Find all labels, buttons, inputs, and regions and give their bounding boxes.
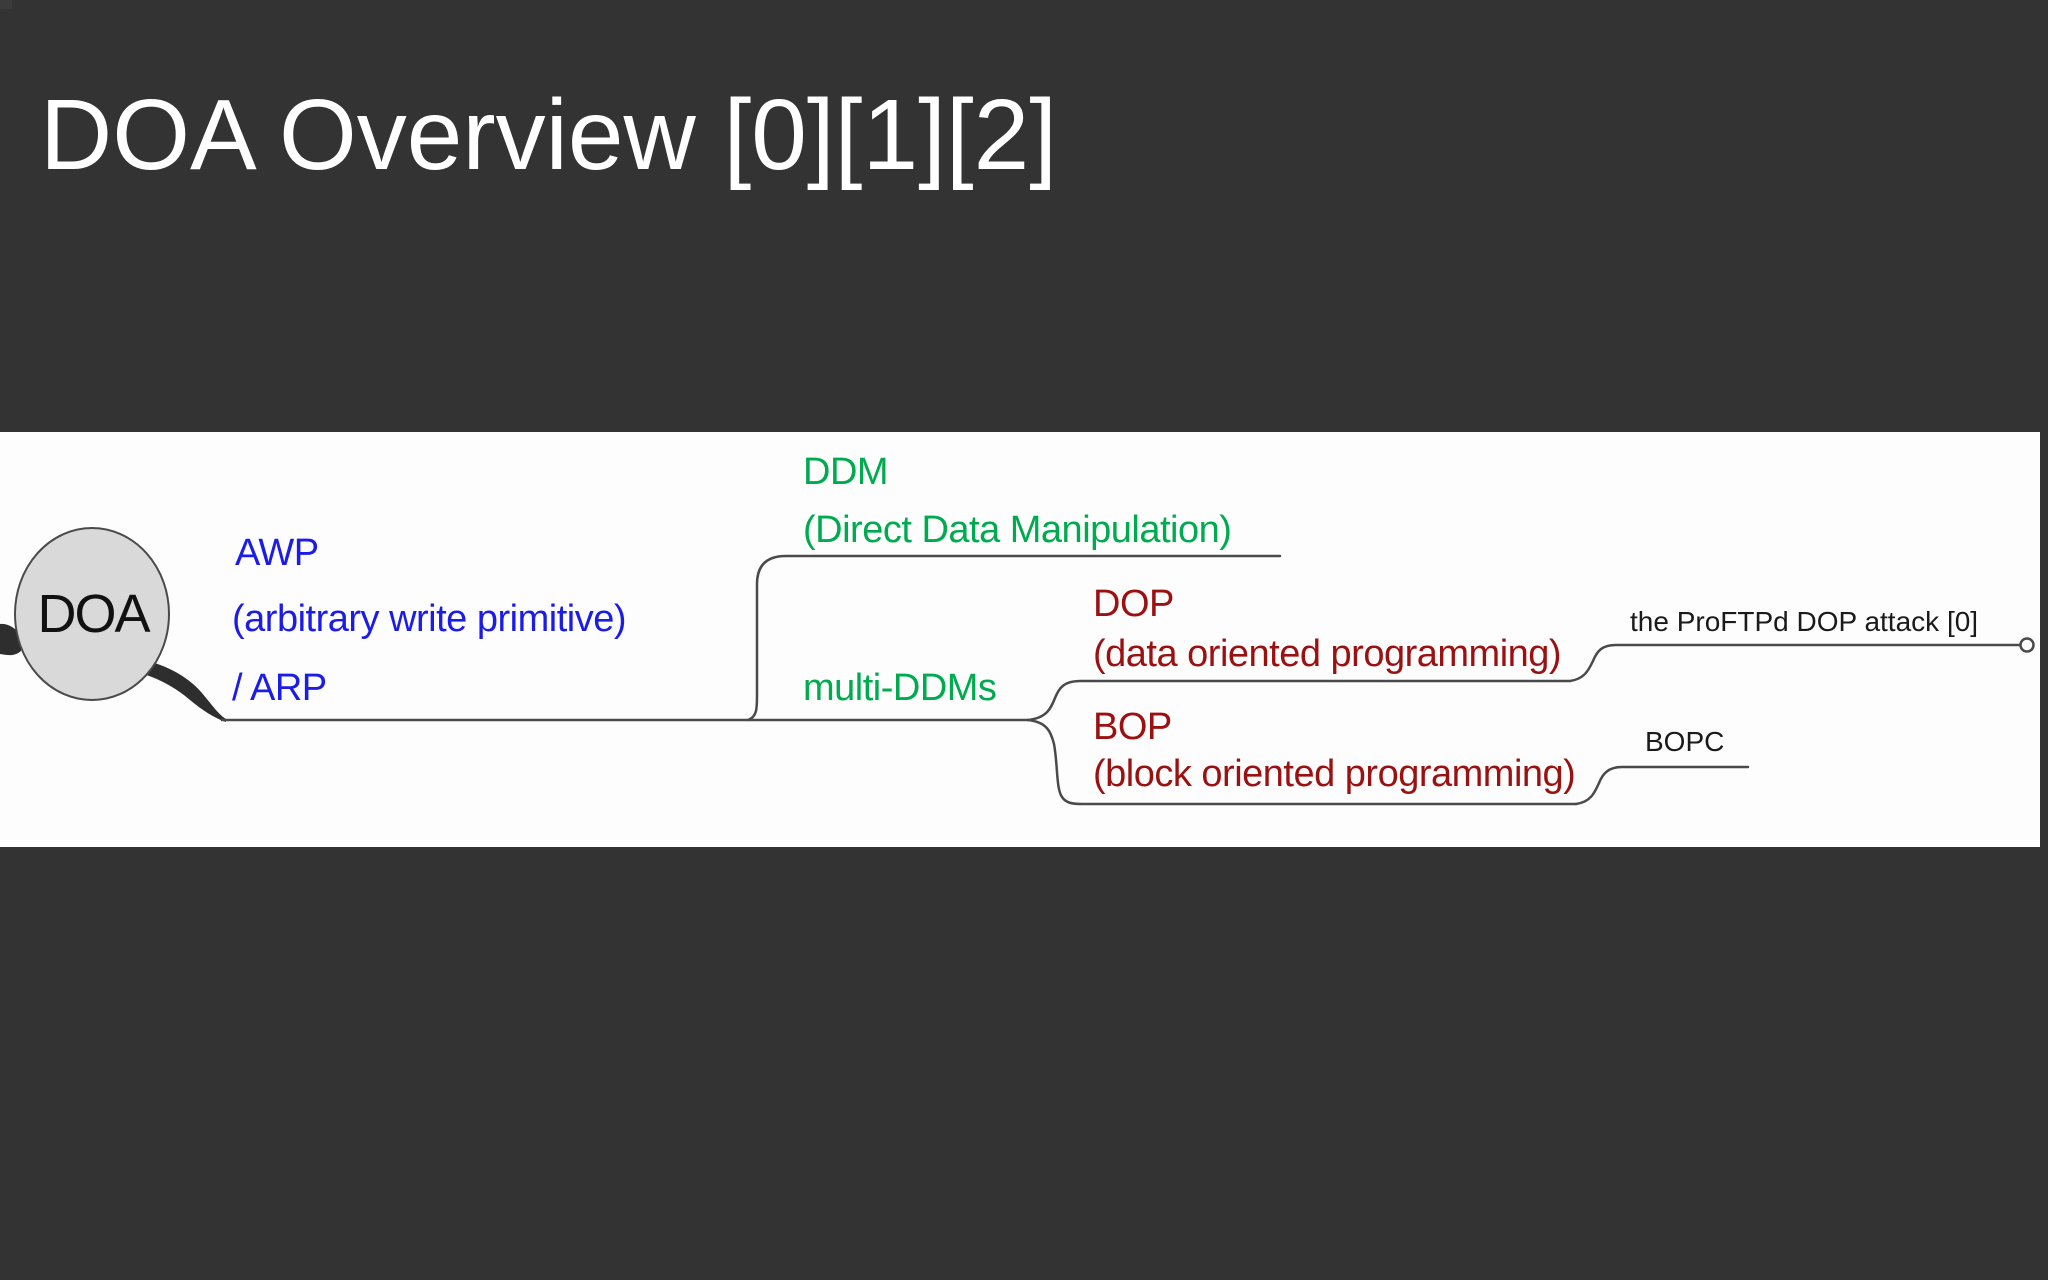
proftpd-branch-curve	[1568, 643, 2022, 683]
ddm-node-line1: DDM	[803, 451, 889, 493]
proftpd-end-circle	[2019, 637, 2035, 653]
awp-node-line1: AWP	[235, 532, 319, 574]
multi-ddms-node-label: multi-DDMs	[803, 667, 997, 709]
dop-node-line1: DOP	[1093, 583, 1174, 625]
dop-node-line2: (data oriented programming)	[1093, 633, 1562, 675]
awp-node-line2: (arbitrary write primitive)	[232, 598, 626, 640]
bopc-branch-curve	[1574, 765, 1750, 806]
root-node-ellipse	[14, 527, 170, 701]
proftpd-leaf-label: the ProFTPd DOP attack [0]	[1630, 606, 1979, 637]
root-awp-edge-ribbon	[130, 658, 226, 722]
slide-title: DOA Overview [0][1][2]	[40, 79, 1058, 191]
dop-branch-curve	[1026, 679, 1572, 722]
diagram-background-band	[0, 432, 2040, 847]
root-node-label: DOA	[37, 584, 150, 644]
bop-branch-curve	[1026, 718, 1578, 806]
bop-node-line1: BOP	[1093, 706, 1172, 748]
corner-artifact	[0, 0, 12, 9]
ddm-node-line2: (Direct Data Manipulation)	[803, 509, 1232, 551]
bop-node-line2: (block oriented programming)	[1093, 753, 1576, 795]
bopc-leaf-label: BOPC	[1645, 726, 1725, 757]
awp-node-line3: / ARP	[232, 667, 327, 709]
ddm-branch-curve	[746, 554, 1282, 722]
